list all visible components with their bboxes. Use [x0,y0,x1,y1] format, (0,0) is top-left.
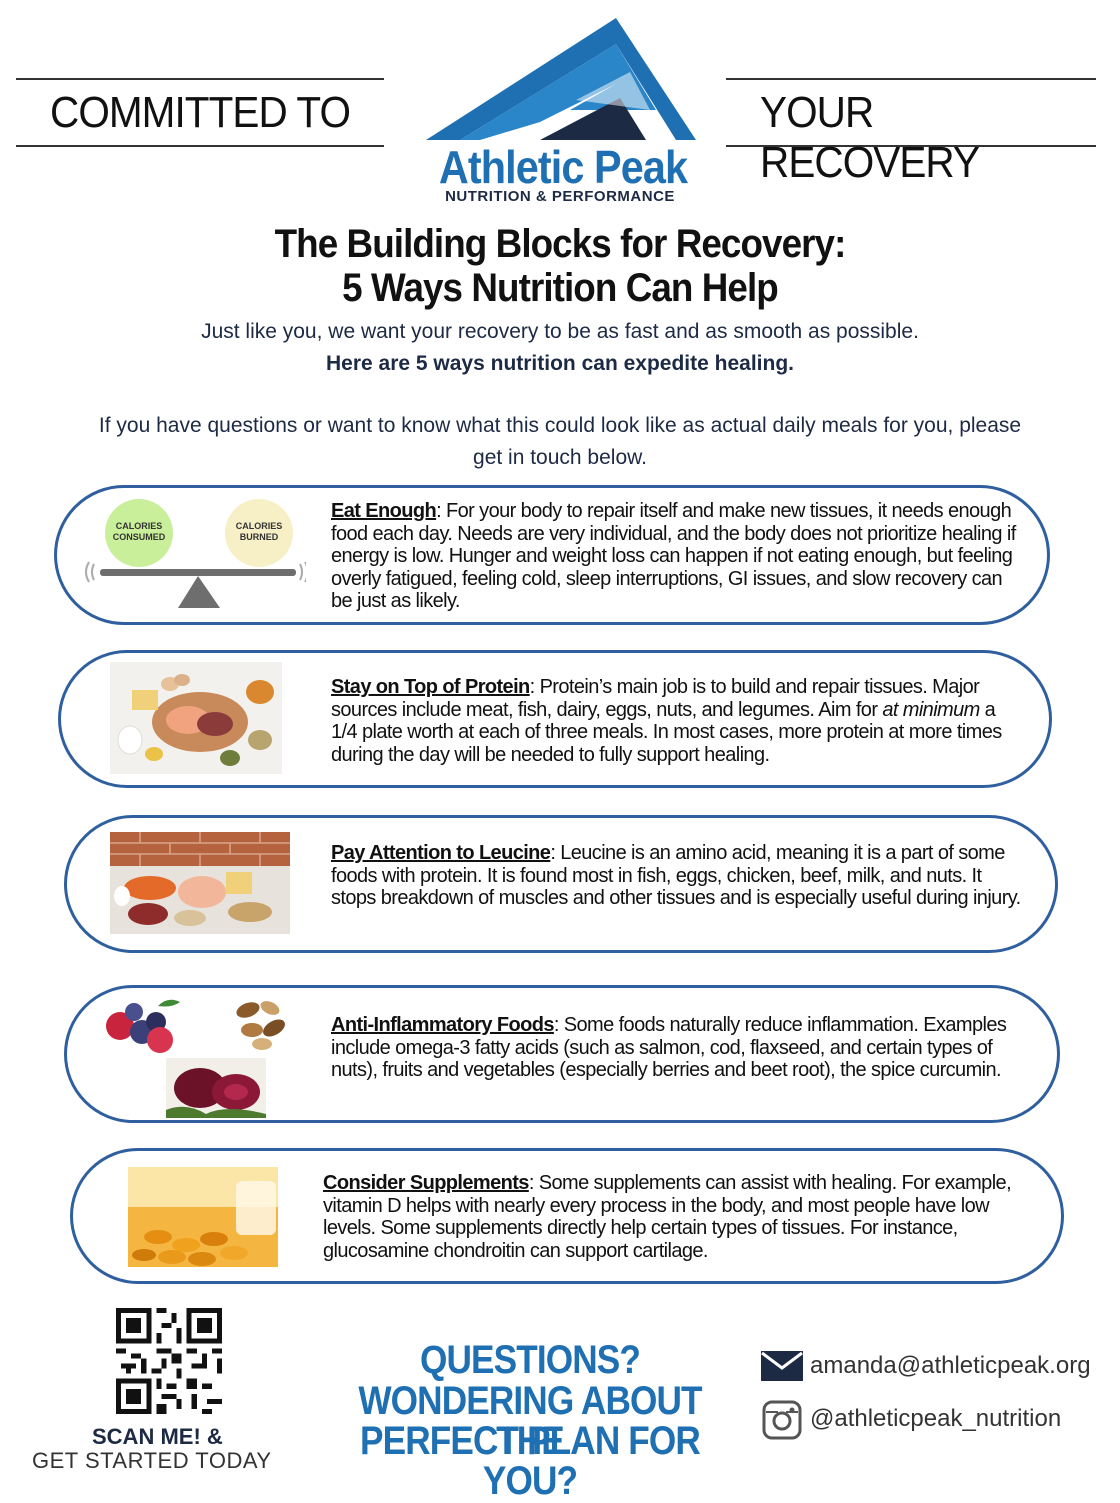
header-rule-right-bottom [726,145,1096,147]
supplement-capsules-photo-icon [128,1167,278,1267]
instagram-icon [762,1400,802,1440]
card-anti-inflammatory-heading: Anti-Inflammatory Foods [331,1014,554,1036]
beet-root-icon [166,1058,266,1118]
contact-instagram[interactable]: @athleticpeak_nutrition [810,1405,1062,1432]
protein-foods-photo-icon [110,662,282,774]
cta-line2: WONDERING ABOUT THE [358,1379,702,1463]
page-title-line2: 5 Ways Nutrition Can Help [342,266,779,310]
card-supplements-body: : Some supplements can assist with heali… [323,1172,1012,1262]
intro-line4: get in touch below. [473,446,647,469]
card-anti-inflammatory-text: Anti-Inflammatory Foods: Some foods natu… [331,1014,1026,1082]
berries-icon [106,999,180,1053]
calories-burned-label-2: BURNED [240,532,279,542]
card-protein-text: Stay on Top of Protein: Protein’s main j… [331,676,1023,766]
mixed-nuts-icon [236,1001,285,1050]
card-eat-enough-body: : For your body to repair itself and mak… [331,500,1016,612]
get-started-label: GET STARTED TODAY [32,1448,272,1473]
leucine-foods-photo-icon [110,832,290,934]
intro-line2: Here are 5 ways nutrition can expedite h… [326,352,794,375]
brand-name: Athletic Peak [438,141,688,193]
card-eat-enough-text: Eat Enough: For your body to repair itse… [331,500,1021,613]
card-anti-inflammatory-body: : Some foods naturally reduce inflammati… [331,1014,1007,1081]
card-eat-enough [54,485,1050,625]
card-supplements-heading: Consider Supplements [323,1172,529,1194]
calories-consumed-label-1: CALORIES [116,521,163,531]
card-protein-body-2: a 1/4 plate worth at each of three meals… [331,698,1002,766]
cta-line3: PERFECT PLAN FOR YOU? [360,1419,701,1503]
contact-email[interactable]: amanda@athleticpeak.org [810,1352,1091,1379]
card-protein-body-1: : Protein’s main job is to build and rep… [331,676,980,721]
header-rule-right-top [726,78,1096,80]
intro-line1: Just like you, we want your recovery to … [201,320,919,343]
scan-me-label: SCAN ME! & [92,1424,223,1449]
cta-line1: QUESTIONS? [419,1338,641,1382]
calories-consumed-label-2: CONSUMED [113,532,166,542]
card-supplements-text: Consider Supplements: Some supplements c… [323,1172,1023,1262]
tagline-right: YOUR RECOVERY [760,88,980,187]
calorie-balance-scale-icon: CALORIES CONSUMED CALORIES BURNED [85,499,306,608]
card-protein-heading: Stay on Top of Protein [331,676,530,698]
brand-subtitle: NUTRITION & PERFORMANCE [445,188,675,205]
tagline-left: COMMITTED TO [50,88,351,137]
card-leucine-heading: Pay Attention to Leucine [331,842,551,864]
card-eat-enough-heading: Eat Enough [331,500,437,522]
card-protein-body-italic: at minimum [882,698,980,721]
card-leucine-text: Pay Attention to Leucine: Leucine is an … [331,842,1021,910]
calories-burned-label-1: CALORIES [236,521,283,531]
header-rule-left-bottom [16,145,384,147]
mountain-logo-icon [426,18,696,140]
mail-icon [761,1351,803,1381]
intro-line3: If you have questions or want to know wh… [98,414,1022,437]
qr-code-icon[interactable] [116,1308,222,1414]
page-title-line1: The Building Blocks for Recovery: [274,222,847,266]
card-leucine-body: : Leucine is an amino acid, meaning it i… [331,842,1021,909]
header-rule-left-top [16,78,384,80]
